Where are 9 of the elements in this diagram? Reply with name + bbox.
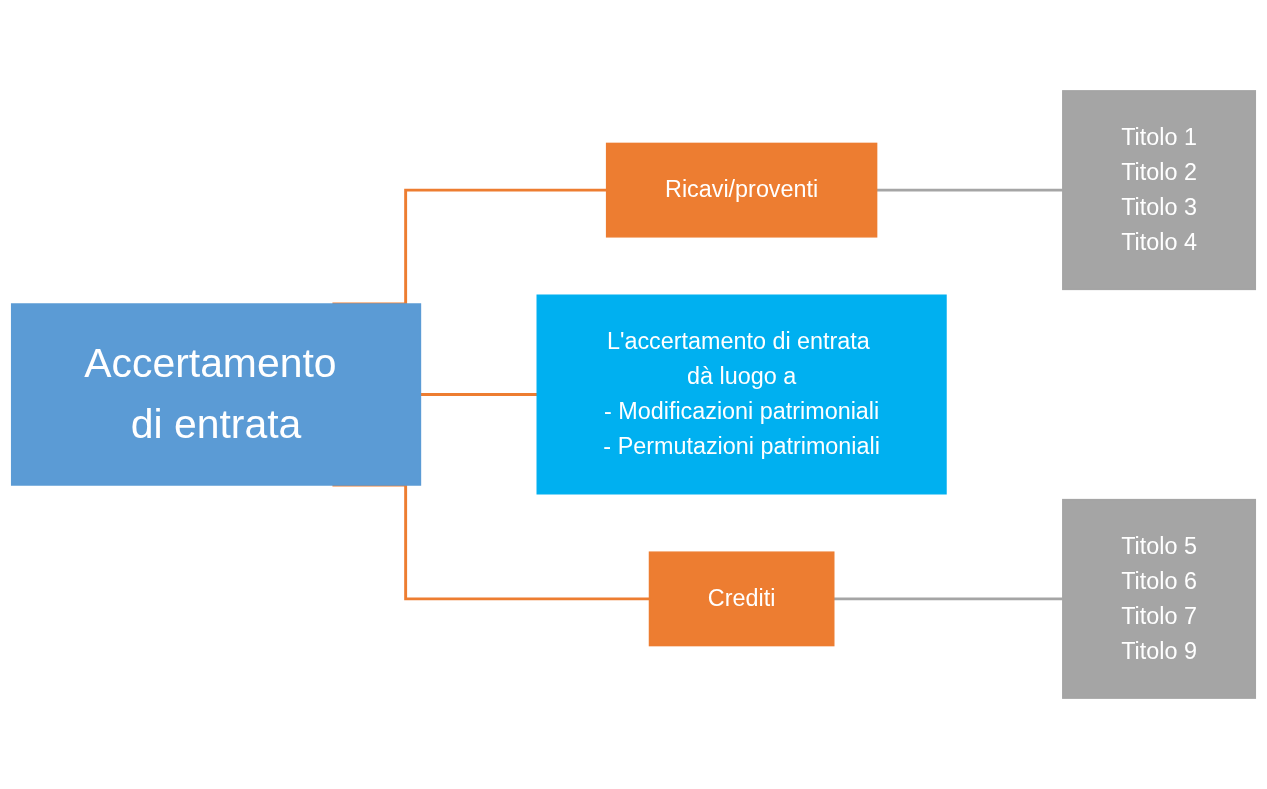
- node-box: Titolo 1 Titolo 2 Titolo 3 Titolo 4: [1062, 90, 1257, 291]
- connector: [420, 393, 538, 396]
- node-box: Titolo 5 Titolo 6 Titolo 7 Titolo 9: [1062, 498, 1257, 699]
- connector: [876, 188, 1063, 192]
- node-box: Accertamento di entrata: [10, 303, 422, 486]
- node-box: Crediti: [648, 551, 835, 647]
- node-box: Ricavi/proventi: [605, 142, 878, 238]
- connector: [833, 597, 1063, 601]
- node-box: L'accertamento di entrata dà luogo a - Modificazioni patrimoniali - Permutazioni patrimoniali: [536, 294, 947, 495]
